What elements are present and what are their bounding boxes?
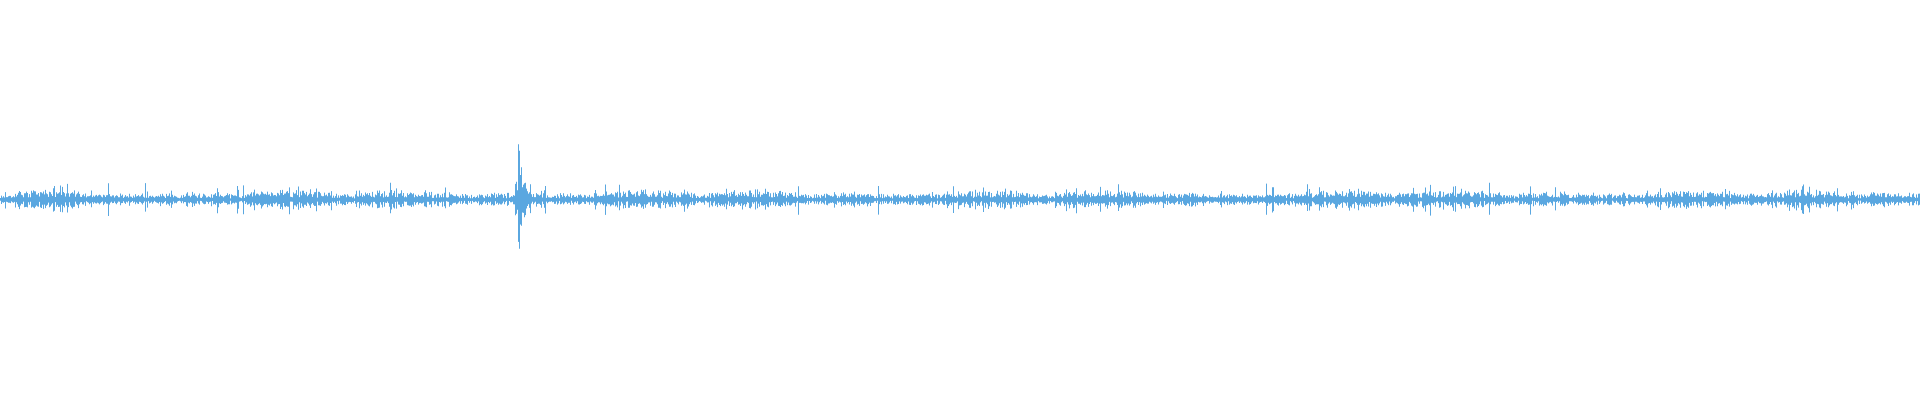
waveform-samples — [0, 144, 1920, 249]
